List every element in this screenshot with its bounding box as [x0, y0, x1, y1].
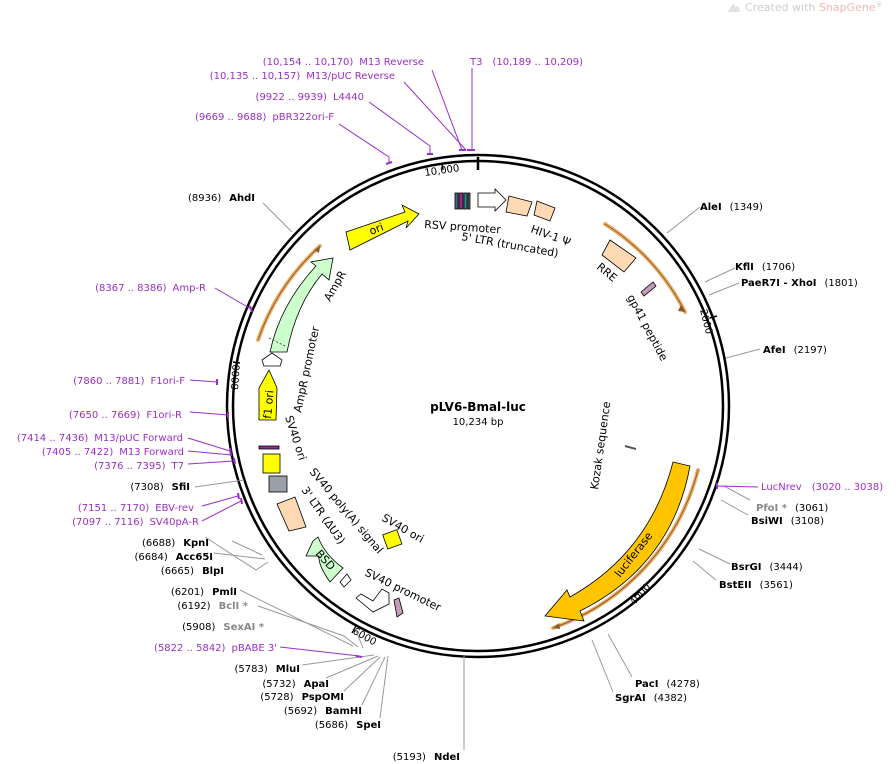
label-rsv-promoter: RSV promoter: [424, 218, 502, 236]
site-label: BsrGI(3444): [731, 562, 803, 573]
backbone-outer: [225, 153, 731, 659]
label-gp41: gp41 peptide: [624, 292, 670, 363]
feature-ori-shape: [345, 204, 420, 251]
watermark: Created with SnapGene®: [727, 1, 883, 14]
feature-3ltr-shape: [276, 496, 307, 532]
tick-marks: [232, 162, 718, 634]
site-leaders: [194, 202, 761, 750]
primer-label: (9922 .. 9939)L4440: [256, 92, 364, 103]
feature-rsv-promoter-shape: [477, 188, 507, 212]
primer-label: (7650 .. 7669)F1ori-R: [69, 410, 182, 421]
primer-label: (7151 .. 7170)EBV-rev: [78, 503, 194, 514]
primer-label: (8367 .. 8386)Amp-R: [95, 283, 206, 294]
site-label: AleI(1349): [700, 202, 763, 213]
site-label: (6201)PmlI: [171, 587, 237, 598]
site-label: (6192)BclI *: [177, 601, 248, 612]
watermark-reg: ®: [876, 1, 883, 9]
primer-markers: [216, 149, 718, 658]
feature-sv40-ori-left-shape: [262, 453, 281, 474]
snapgene-logo-icon: [727, 3, 740, 12]
primer-label: (7414 .. 7436)M13/pUC Forward: [17, 433, 183, 444]
site-label: PaeR7I - XhoI(1801): [741, 278, 858, 289]
orange-arcs: [256, 222, 700, 630]
feature-ampr-shape: [269, 257, 334, 353]
site-label: (5692)BamHI: [284, 706, 362, 717]
primer-label: T3(10,189 .. 10,209): [469, 57, 583, 68]
site-label: (5732)ApaI: [262, 679, 329, 690]
label-f1-ori: f1 ori: [261, 390, 276, 420]
primer-label: (10,135 .. 10,157)M13/pUC Reverse: [210, 71, 395, 82]
primer-leaders: [187, 68, 759, 657]
site-label: PfoI *(3061): [756, 503, 828, 514]
site-label: (5728)PspOMI: [260, 692, 344, 703]
primer-label: (7860 .. 7881)F1ori-F: [73, 376, 185, 387]
tick-label-10000: 10,000: [424, 163, 460, 179]
site-label: (5686)SpeI: [315, 720, 381, 731]
restriction-sites: AleI(1349) KflI(1706) PaeR7I - XhoI(1801…: [130, 193, 857, 763]
primer-label: (5822 .. 5842)pBABE 3': [154, 643, 277, 654]
tick-label-8000: 8000: [230, 364, 243, 390]
site-label: BstEII(3561): [719, 580, 793, 591]
primer-label: (7097 .. 7116)SV40pA-R: [72, 517, 199, 528]
features: [258, 188, 691, 622]
plasmid-name: pLV6-Bmal-luc: [430, 400, 526, 414]
feature-sv40-polya-shape: [268, 475, 288, 493]
feature-hiv-psi-shape: [533, 200, 556, 222]
primer-label: LucNrev(3020 .. 3038): [761, 482, 883, 493]
site-label: (8936)AhdI: [188, 193, 255, 204]
watermark-prefix: Created with: [745, 1, 819, 14]
primer-label: (9669 .. 9688)pBR322ori-F: [195, 112, 334, 123]
label-sv40-ori-left: SV40 ori: [282, 414, 309, 462]
feature-kozak-shape: [624, 445, 637, 450]
feature-5ltr-shape: [505, 195, 533, 217]
svg-text:Created with SnapGene®: Created with SnapGene®: [745, 1, 883, 14]
site-label: (6684)Acc65I: [135, 552, 214, 563]
site-label: PacI(4278): [635, 679, 700, 690]
site-label: KflI(1706): [735, 262, 795, 273]
primer-label: (7405 .. 7422)M13 Forward: [42, 447, 184, 458]
feature-gp41-shape: [640, 281, 657, 297]
plasmid-size: 10,234 bp: [453, 417, 504, 428]
label-ori: ori: [367, 221, 385, 238]
feature-f1-ori-shape: [258, 369, 278, 421]
feature-rre-shape: [601, 239, 637, 273]
site-label: AfeI(2197): [763, 345, 827, 356]
site-label: (7308)SfiI: [130, 482, 190, 493]
label-kozak: Kozak sequence: [588, 400, 613, 490]
primer-label: (7376 .. 7395)T7: [94, 461, 184, 472]
site-label: (6688)KpnI: [142, 538, 209, 549]
watermark-brand: SnapGene: [819, 1, 876, 14]
tick-label-4000: 4000: [628, 582, 653, 608]
site-label: (5908)SexAI *: [182, 622, 265, 633]
primer-label: (10,154 .. 10,170)M13 Reverse: [263, 57, 424, 68]
site-label: SgrAI(4382): [615, 693, 687, 704]
site-label: BsiWI(3108): [751, 516, 824, 527]
label-ampr-promoter: AmpR promoter: [291, 325, 322, 414]
site-label: (5783)MluI: [235, 664, 300, 675]
feature-sv40-promoter-shape: [355, 588, 390, 613]
feature-bsd-shape: [305, 536, 344, 583]
primers: (10,154 .. 10,170)M13 Reverse (10,135 ..…: [17, 57, 883, 654]
feature-sv40-ori-inner-shape: [382, 529, 403, 550]
feature-ampr-promoter-shape: [261, 352, 283, 367]
site-label: (6665)BlpI: [161, 566, 224, 577]
site-label: (5193)NdeI: [393, 752, 460, 763]
feature-luciferase-shape: [544, 461, 691, 622]
